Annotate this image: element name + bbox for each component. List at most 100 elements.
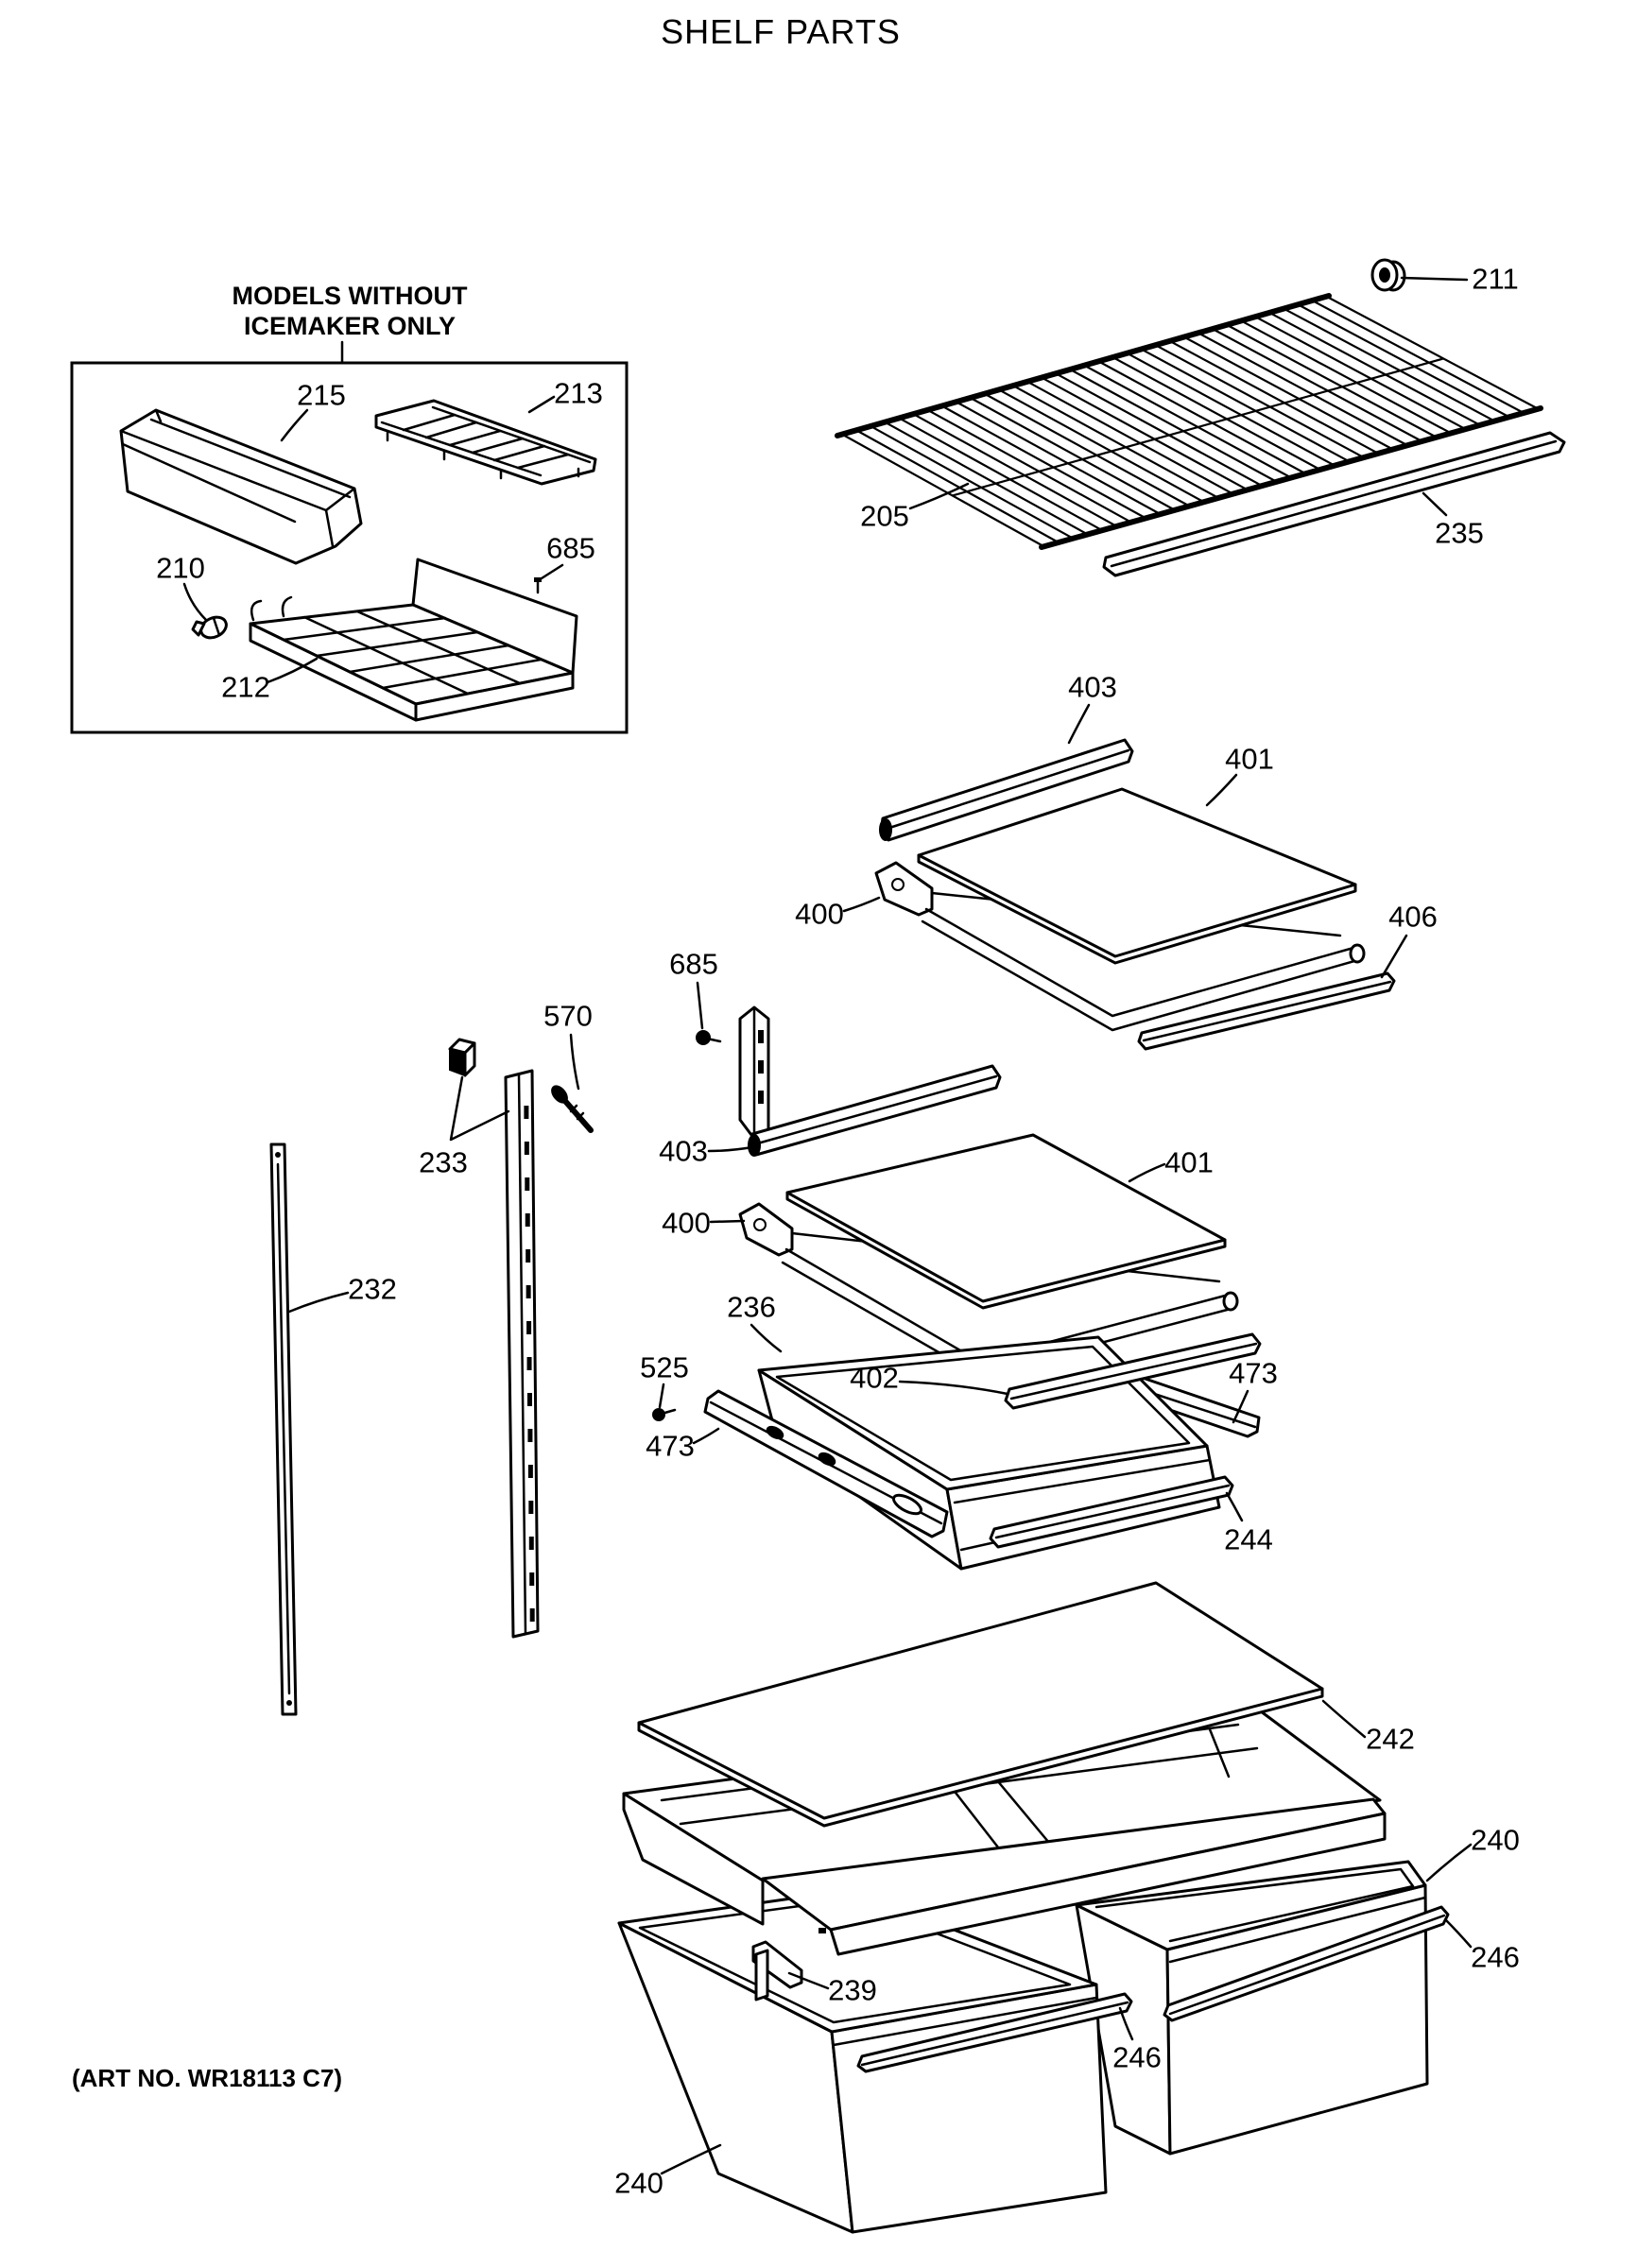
callout-570: 570 (543, 1000, 593, 1033)
callout-240-right: 240 (1471, 1824, 1520, 1857)
rail-slot (525, 1177, 530, 1191)
wire-shelf-back-rod (835, 293, 1332, 438)
part-213-ice-tray (374, 399, 597, 486)
shelf-wire (1183, 335, 1394, 451)
part-685-screw-box (534, 577, 542, 594)
crisper-cover-frame (622, 1707, 1387, 1956)
callout-242: 242 (1366, 1723, 1415, 1756)
callout-233: 233 (419, 1146, 468, 1179)
page-title: SHELF PARTS (661, 12, 901, 51)
rail-slot (526, 1357, 532, 1370)
shelf-wire (1254, 316, 1467, 431)
part-232-rail (269, 1143, 298, 1716)
rail-slot (529, 1608, 535, 1622)
rail-slot (528, 1537, 534, 1550)
callout-685-box: 685 (546, 532, 595, 565)
callout-235: 235 (1435, 517, 1484, 550)
part-210-clip (191, 615, 228, 640)
rail-slot (526, 1393, 532, 1406)
callout-244: 244 (1224, 1523, 1273, 1556)
callout-403-lower: 403 (659, 1135, 708, 1168)
slotted-rail (504, 1069, 540, 1639)
shelf-wire (1226, 323, 1438, 438)
shelf-wire (983, 392, 1190, 507)
shelf-wire (1198, 332, 1408, 447)
callout-236: 236 (727, 1291, 776, 1324)
art-number: (ART NO. WR18113 C7) (72, 2064, 342, 2092)
part-205-wire-shelf (835, 293, 1543, 550)
callout-211: 211 (1472, 263, 1518, 296)
part-246-right-handle (1163, 1905, 1450, 2022)
shelf-wire (1155, 344, 1365, 459)
rail-slot (526, 1285, 531, 1298)
shelf-wire (1055, 372, 1263, 487)
callout-401-lower: 401 (1164, 1146, 1214, 1179)
callout-685: 685 (669, 948, 718, 981)
shelf-wire (1111, 356, 1321, 471)
rail-slot (527, 1429, 533, 1442)
leader-lines (182, 276, 1473, 2175)
part-402-trim (1004, 1332, 1262, 1410)
box-heading-line-2: ICEMAKER ONLY (244, 312, 456, 340)
shelf-wire (854, 428, 1059, 543)
shelf-cross-wire (952, 357, 1444, 497)
rail-slot (528, 1501, 534, 1514)
part-235-shelf-trim (1102, 431, 1566, 577)
rail-slot (529, 1572, 535, 1586)
wire-shelf-front-rod (1039, 405, 1543, 550)
shelf-wire (1041, 376, 1249, 491)
shelf-wire (1284, 307, 1496, 422)
part-401-lower-glass (785, 1133, 1227, 1310)
part-212-tray (249, 558, 578, 722)
shelf-wire (1011, 384, 1219, 499)
callout-406: 406 (1388, 901, 1438, 934)
shelf-wire (1169, 339, 1379, 455)
callout-473-right: 473 (1229, 1357, 1278, 1390)
part-242-glass-cover (637, 1581, 1324, 1828)
part-685-screw (696, 1030, 722, 1045)
shelf-wire (1312, 300, 1525, 415)
icemaker-models-box (70, 361, 629, 734)
part-246-left-handle (856, 1992, 1133, 2073)
part-401-upper-glass (917, 787, 1357, 965)
callout-213: 213 (554, 377, 603, 410)
callout-212: 212 (221, 671, 270, 704)
box-heading-line-1: MODELS WITHOUT (233, 282, 468, 310)
shelf-wire (1126, 352, 1335, 467)
part-211-nut (1370, 258, 1406, 292)
wire-shelf-wires (840, 296, 1540, 547)
shelf-wire (969, 396, 1176, 511)
callout-215: 215 (297, 379, 346, 412)
shelf-bracket (738, 1005, 770, 1137)
rail-slot (526, 1249, 531, 1263)
shelf-wire (883, 421, 1088, 536)
callout-205: 205 (860, 500, 909, 533)
shelf-wire (1269, 312, 1481, 427)
shelf-wire (912, 412, 1117, 527)
shelf-wire (955, 400, 1161, 515)
part-570-screw (551, 1085, 594, 1133)
callout-402: 402 (850, 1362, 899, 1395)
part-525-screw (652, 1408, 677, 1421)
callout-473-left: 473 (646, 1430, 695, 1463)
part-233-clip (448, 1038, 476, 1077)
callout-525: 525 (640, 1351, 689, 1384)
part-406-front-trim (1137, 971, 1396, 1051)
part-215-bin (119, 408, 363, 565)
shelf-wire (1298, 303, 1510, 419)
rail-slot (525, 1213, 530, 1227)
rail-slot (524, 1106, 529, 1119)
shelf-wire (1026, 380, 1233, 495)
part-473-left-rail (703, 1389, 949, 1538)
callout-400-upper: 400 (795, 898, 844, 931)
shelf-wire (897, 416, 1103, 531)
part-239-bar (751, 1940, 803, 2002)
shelf-wire (1097, 360, 1306, 475)
rail-slots (524, 1106, 535, 1622)
part-403-upper-trim (879, 738, 1134, 842)
shelf-wire (840, 433, 1044, 547)
rail-slot (527, 1465, 533, 1478)
shelf-wire (1069, 368, 1278, 483)
rail-slot (524, 1142, 529, 1155)
